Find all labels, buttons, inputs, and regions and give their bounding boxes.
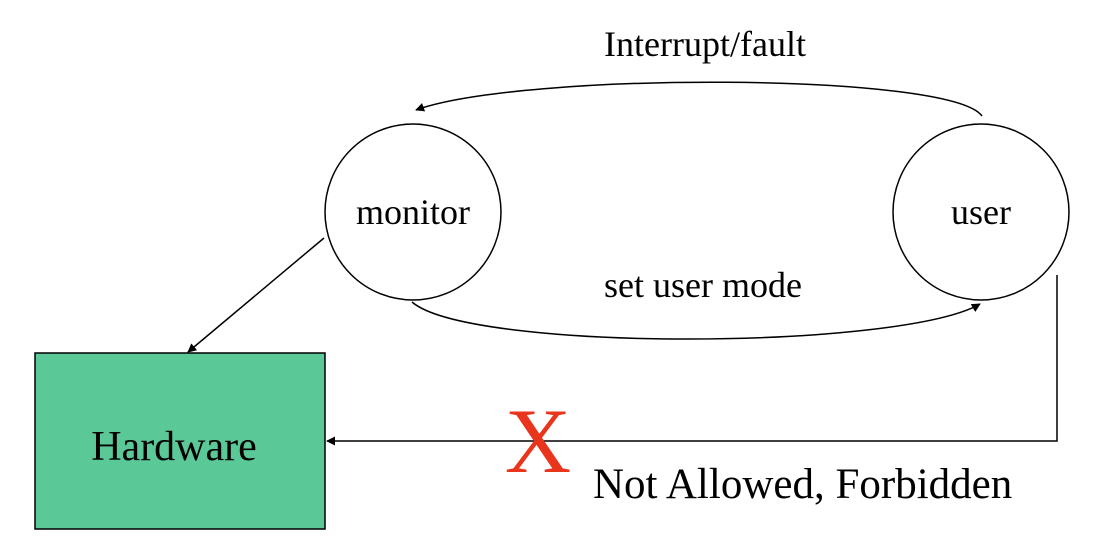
interrupt-fault-arrow [415, 81, 983, 117]
user-label: user [951, 192, 1011, 232]
monitor-circle [324, 123, 502, 301]
hardware-node: Hardware [34, 352, 326, 530]
set-user-mode-arrow [411, 301, 981, 340]
monitor-node: monitor [324, 123, 502, 301]
interrupt-fault-edge: Interrupt/fault [415, 24, 983, 117]
monitor-label: monitor [356, 192, 470, 232]
forbidden-x-icon: X [505, 390, 571, 492]
user-circle [892, 123, 1070, 301]
user-node: user [892, 123, 1070, 301]
monitor-to-hardware-arrow [187, 237, 325, 353]
forbidden-edge: X Not Allowed, Forbidden [326, 275, 1058, 508]
interrupt-fault-label: Interrupt/fault [604, 24, 806, 64]
set-user-mode-edge: set user mode [411, 265, 981, 340]
forbidden-label: Not Allowed, Forbidden [593, 461, 1012, 508]
hardware-label: Hardware [91, 424, 257, 470]
user-to-hardware-arrow [326, 275, 1058, 446]
set-user-mode-label: set user mode [604, 265, 802, 305]
hardware-box [34, 352, 326, 530]
